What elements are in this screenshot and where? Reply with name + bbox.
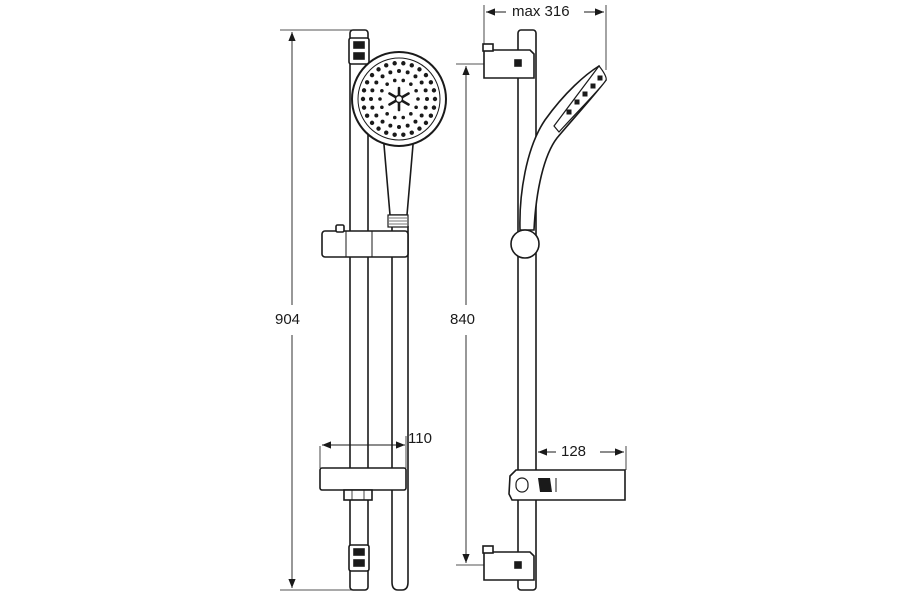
side-top-bracket	[482, 43, 535, 79]
nozzle-dot	[413, 74, 418, 79]
nozzle-dot	[419, 113, 424, 118]
nozzle-dot	[385, 112, 389, 116]
nozzle-dot	[380, 88, 384, 93]
front-slider	[321, 224, 409, 258]
nozzle-dot	[423, 120, 429, 126]
nozzle-dot	[397, 69, 401, 73]
nozzle-dot	[432, 96, 438, 102]
nozzle-dot	[361, 105, 367, 110]
nozzle-dot	[414, 88, 418, 93]
side-bottom-bracket	[482, 545, 535, 581]
nozzle-dot	[380, 105, 384, 110]
front-top-bracket	[348, 37, 370, 65]
nozzle-dot	[376, 67, 381, 72]
nozzle-dot	[425, 97, 429, 101]
front-rail	[349, 29, 369, 591]
rail-length-label: 840	[450, 311, 476, 328]
soap-dish-depth-label: 110	[408, 430, 432, 447]
nozzle-dot	[397, 125, 401, 129]
nozzle-dot	[392, 78, 397, 83]
nozzle-dot	[360, 96, 366, 102]
nozzle-dot	[380, 74, 385, 79]
overall-height-label: 904	[275, 311, 301, 328]
nozzle-dot	[376, 126, 381, 131]
nozzle-dot	[364, 113, 370, 118]
nozzle-dot	[423, 72, 429, 78]
side-slider-knob	[510, 229, 540, 259]
front-bottom-bracket	[348, 544, 370, 572]
nozzle-dot	[401, 115, 406, 120]
nozzle-dot	[369, 72, 375, 78]
front-soap-dish	[319, 467, 407, 501]
nozzle-dot	[401, 78, 406, 83]
front-shower-head	[351, 51, 447, 228]
nozzle-dot	[409, 82, 413, 86]
overall-height-dimension-line	[280, 29, 354, 591]
nozzle-dot	[378, 97, 382, 101]
nozzle-dot	[392, 132, 397, 137]
nozzle-dot	[405, 70, 410, 75]
nozzle-dot	[428, 80, 434, 85]
nozzle-dot	[405, 123, 410, 128]
nozzle-dot	[414, 105, 418, 110]
nozzle-dot	[392, 115, 397, 120]
side-shower-head	[519, 64, 607, 231]
nozzle-dot	[384, 130, 389, 135]
nozzle-dot	[370, 105, 375, 110]
max-projection-label: max 316	[512, 3, 570, 20]
side-rail	[517, 29, 537, 591]
soap-dish-projection-label: 128	[561, 443, 587, 460]
nozzle-dot	[417, 126, 422, 131]
nozzle-dot	[428, 113, 434, 118]
nozzle-dot	[416, 97, 420, 101]
nozzle-dot	[409, 130, 414, 135]
nozzle-dot	[423, 105, 428, 110]
nozzle-dot	[374, 80, 379, 85]
nozzle-dot	[364, 80, 370, 85]
nozzle-dot	[409, 63, 414, 68]
front-view	[280, 29, 447, 591]
side-view	[456, 5, 627, 591]
nozzle-dot	[392, 61, 397, 66]
side-soap-dish	[508, 469, 626, 501]
nozzle-dot	[370, 88, 375, 93]
nozzle-dot	[431, 105, 437, 110]
soap-dish-depth-dimension-line	[319, 436, 407, 468]
shower-hose	[391, 226, 409, 591]
nozzle-dot	[401, 132, 406, 137]
soap-dish-projection-dimension-line	[538, 446, 627, 470]
nozzle-dot	[417, 67, 422, 72]
nozzle-dot	[388, 70, 393, 75]
nozzle-dot	[384, 63, 389, 68]
nozzle-dot	[409, 112, 413, 116]
nozzle-dot	[380, 119, 385, 124]
nozzle-dot	[361, 88, 367, 93]
nozzle-dot	[431, 88, 437, 93]
nozzle-dot	[369, 120, 375, 126]
nozzle-dot	[413, 119, 418, 124]
nozzle-dot	[423, 88, 428, 93]
nozzle-dot	[388, 123, 393, 128]
nozzle-dot	[374, 113, 379, 118]
nozzle-dot	[419, 80, 424, 85]
nozzle-dot	[385, 82, 389, 86]
nozzle-dot	[369, 97, 373, 101]
nozzle-dot	[401, 61, 406, 66]
